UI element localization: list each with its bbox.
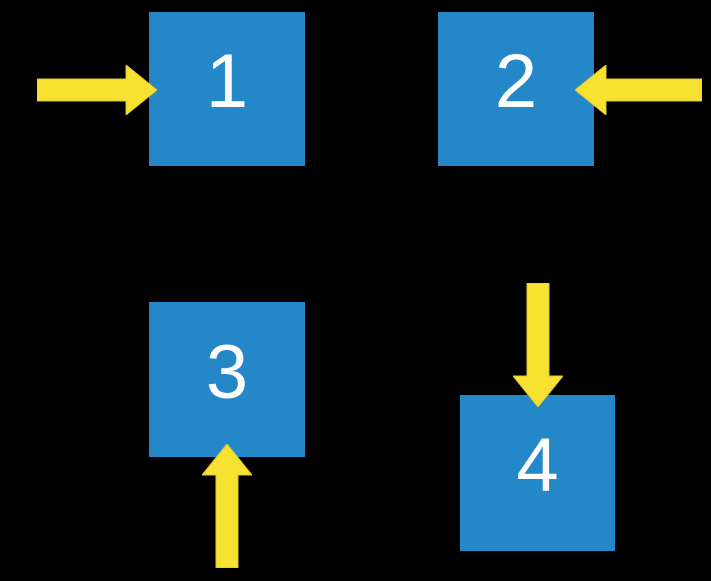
square-3: 3 <box>149 302 305 457</box>
square-1-label: 1 <box>205 39 249 124</box>
square-1: 1 <box>149 12 305 166</box>
arrow-up-icon <box>202 444 252 568</box>
square-4-label: 4 <box>516 423 559 508</box>
square-2-label: 2 <box>494 39 538 124</box>
arrow-left-icon <box>575 65 702 115</box>
square-4: 4 <box>460 395 615 551</box>
arrow-right-icon <box>37 65 157 115</box>
square-3-label: 3 <box>205 329 249 415</box>
square-2: 2 <box>438 12 594 166</box>
arrow-down-icon <box>513 283 563 407</box>
